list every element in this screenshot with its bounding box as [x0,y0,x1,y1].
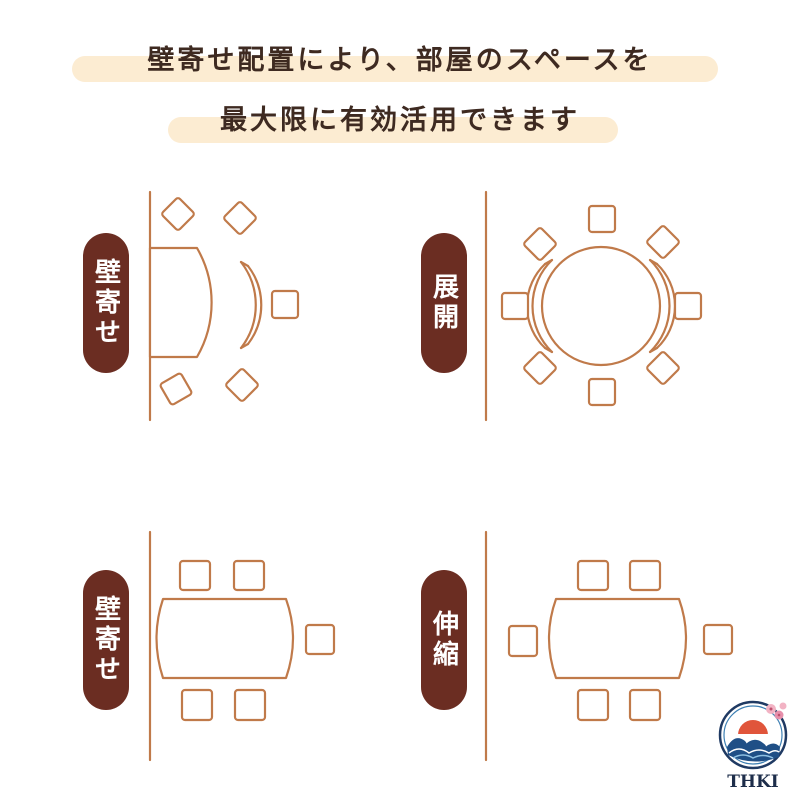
chair [159,372,193,406]
chair [507,624,539,658]
brand-logo-icon [718,700,788,770]
leaf-edge [648,346,659,354]
leaf-arc [246,264,263,346]
chair [180,688,214,722]
chair [161,197,195,231]
chair [628,559,662,592]
chair [576,559,610,592]
chair [304,623,336,656]
table-top [547,597,688,680]
chair [702,623,734,656]
label-round-wall: 壁寄せ [83,233,129,373]
table-top [540,245,662,367]
label-round-open: 展開 [421,233,467,373]
chair [587,204,617,234]
leaf-edge [648,258,659,266]
headline-line-2: 最大限に有効活用できます [220,105,580,136]
table-top [148,246,213,359]
table-top [155,597,295,680]
headline-highlight-1 [72,56,718,82]
chair [225,368,259,402]
brand-logo-text: THKI [727,772,779,792]
chair [523,227,557,261]
chair [523,351,557,385]
round-wall-diagram [148,190,300,422]
chair [178,559,212,592]
chair [500,291,530,321]
chair [587,377,617,407]
chair [576,688,610,722]
leaf-arc [239,260,257,350]
rect-extend-diagram [484,530,734,762]
chair [270,289,300,320]
chair [233,688,267,722]
headline-highlight-2 [168,117,618,143]
chair [646,351,680,385]
label-rect-extend: 伸縮 [421,570,467,710]
chair [232,559,266,592]
rect-wall-diagram [148,530,336,762]
leaf-edge [239,342,250,350]
chair [673,291,703,321]
leaf-arc [648,258,671,354]
round-open-diagram [484,190,703,422]
leaf-edge [543,258,554,266]
chair [223,201,257,235]
leaf-edge [239,260,250,268]
chair [628,688,662,722]
label-rect-wall: 壁寄せ [83,570,129,710]
leaf-arc [531,258,554,354]
chair [646,225,680,259]
leaf-edge [543,346,554,354]
headline-line-1: 壁寄せ配置により、部屋のスペースを [147,45,653,76]
